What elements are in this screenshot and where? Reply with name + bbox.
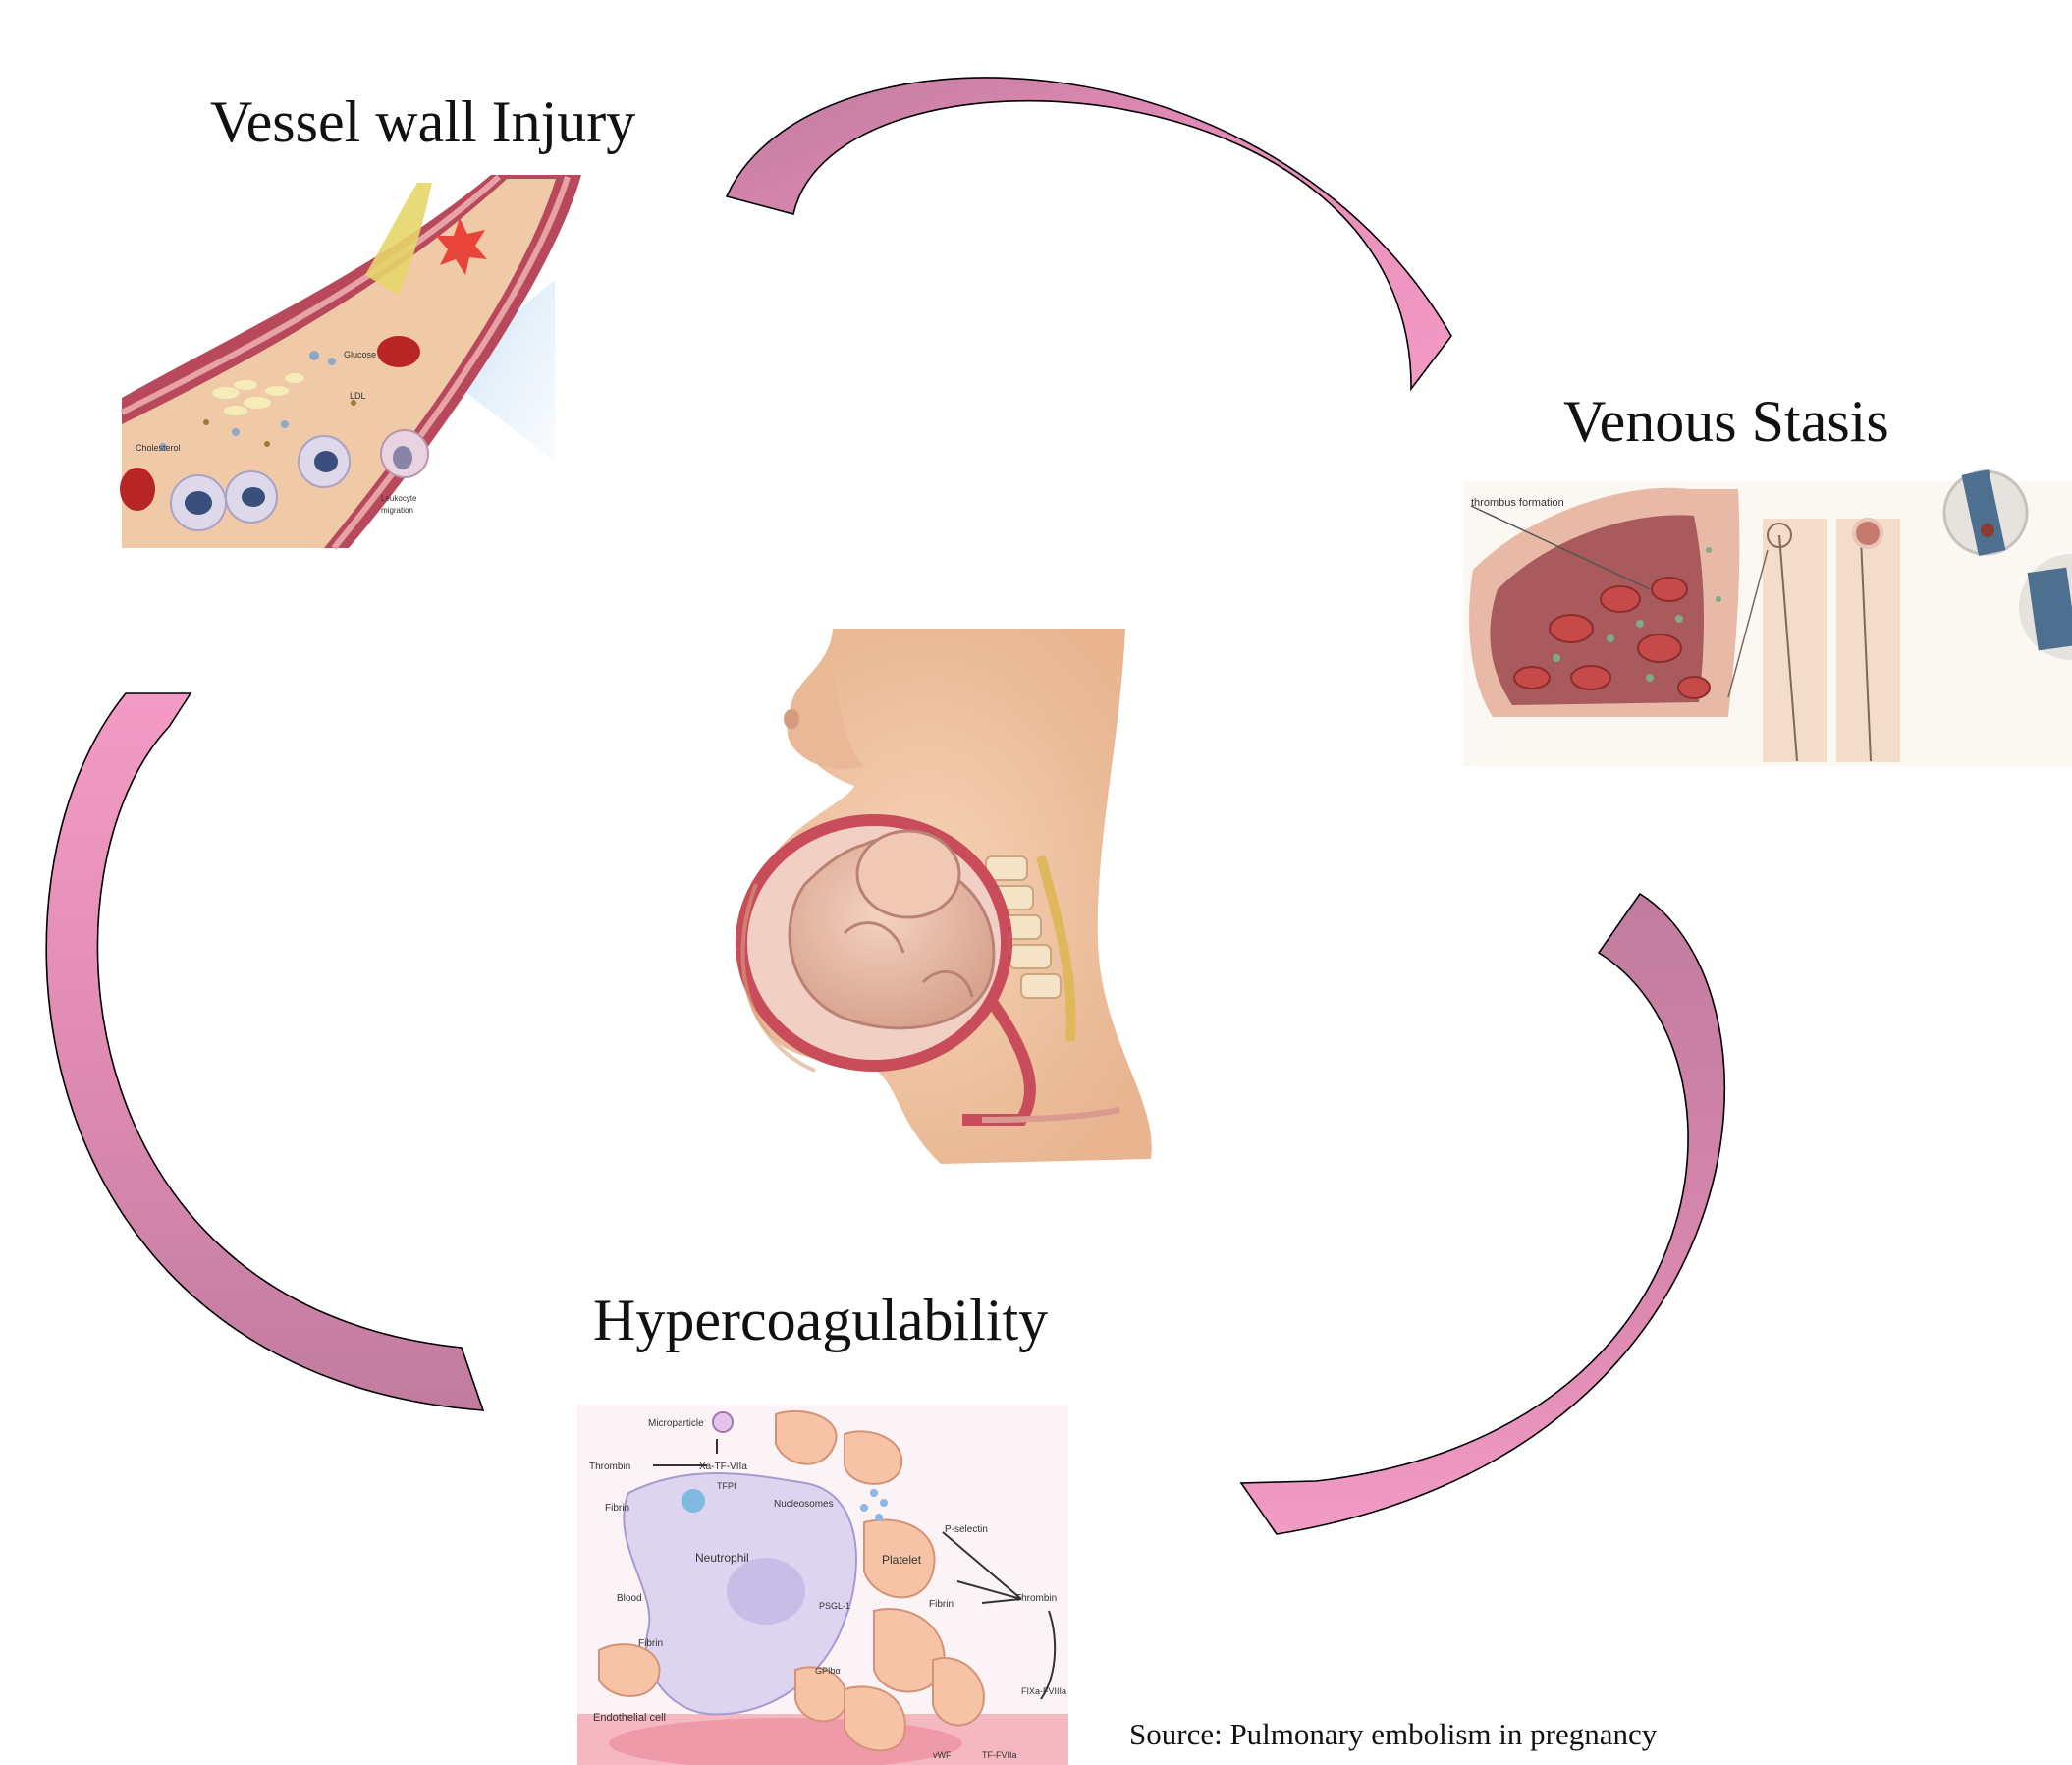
vessel-label-migration: migration	[381, 506, 413, 515]
hyper-label-psgl: PSGL-1	[819, 1601, 850, 1611]
vessel-label-cholesterol: Cholesterol	[136, 443, 181, 453]
vessel-label-leukocyte: Leukocyte	[381, 494, 417, 503]
hyper-label-neutrophil: Neutrophil	[695, 1551, 749, 1565]
hyper-label-thrombin-right: Thrombin	[1015, 1593, 1057, 1604]
hyper-label-xa: Xa-TF-VIIa	[699, 1462, 747, 1472]
vessel-label-glucose: Glucose	[344, 350, 376, 359]
hyper-label-thrombin-top: Thrombin	[589, 1462, 630, 1472]
pregnancy-illustration	[741, 629, 1152, 1164]
vessel-label-ldl: LDL	[350, 391, 366, 401]
arrow-top	[727, 78, 1451, 389]
hyper-label-fixa: FIXa-FVIIIa	[1021, 1686, 1066, 1696]
venous-illustration: thrombus formation	[1463, 469, 2072, 766]
hyper-label-fibrin-mid: Fibrin	[929, 1599, 954, 1610]
hyper-label-fibrin-left: Fibrin	[638, 1638, 663, 1649]
hyper-label-platelet: Platelet	[882, 1553, 922, 1567]
hyper-label-nucleosomes: Nucleosomes	[774, 1499, 834, 1510]
vessel-illustration: Cholesterol Glucose LDL Leukocyte migrat…	[120, 175, 581, 548]
hyper-label-microparticle: Microparticle	[648, 1418, 704, 1429]
hyper-label-tfpi: TFPI	[717, 1481, 736, 1491]
venous-label-thrombus: thrombus formation	[1471, 497, 1564, 509]
arrow-left	[46, 693, 483, 1410]
hyper-label-pselectin: P-selectin	[945, 1524, 988, 1535]
hyper-label-vwf: vWF	[933, 1750, 952, 1760]
hyper-label-gpib: GPIbα	[815, 1666, 841, 1676]
hyper-label-tf: TF-FVIIa	[982, 1750, 1017, 1760]
hyper-illustration: Microparticle Xa-TF-VIIa Thrombin Fibrin…	[577, 1405, 1068, 1765]
hyper-label-fibrin-top: Fibrin	[605, 1503, 629, 1514]
hyper-label-blood: Blood	[617, 1593, 642, 1604]
arrow-right	[1241, 894, 1724, 1534]
hyper-label-endothelial: Endothelial cell	[593, 1712, 666, 1724]
